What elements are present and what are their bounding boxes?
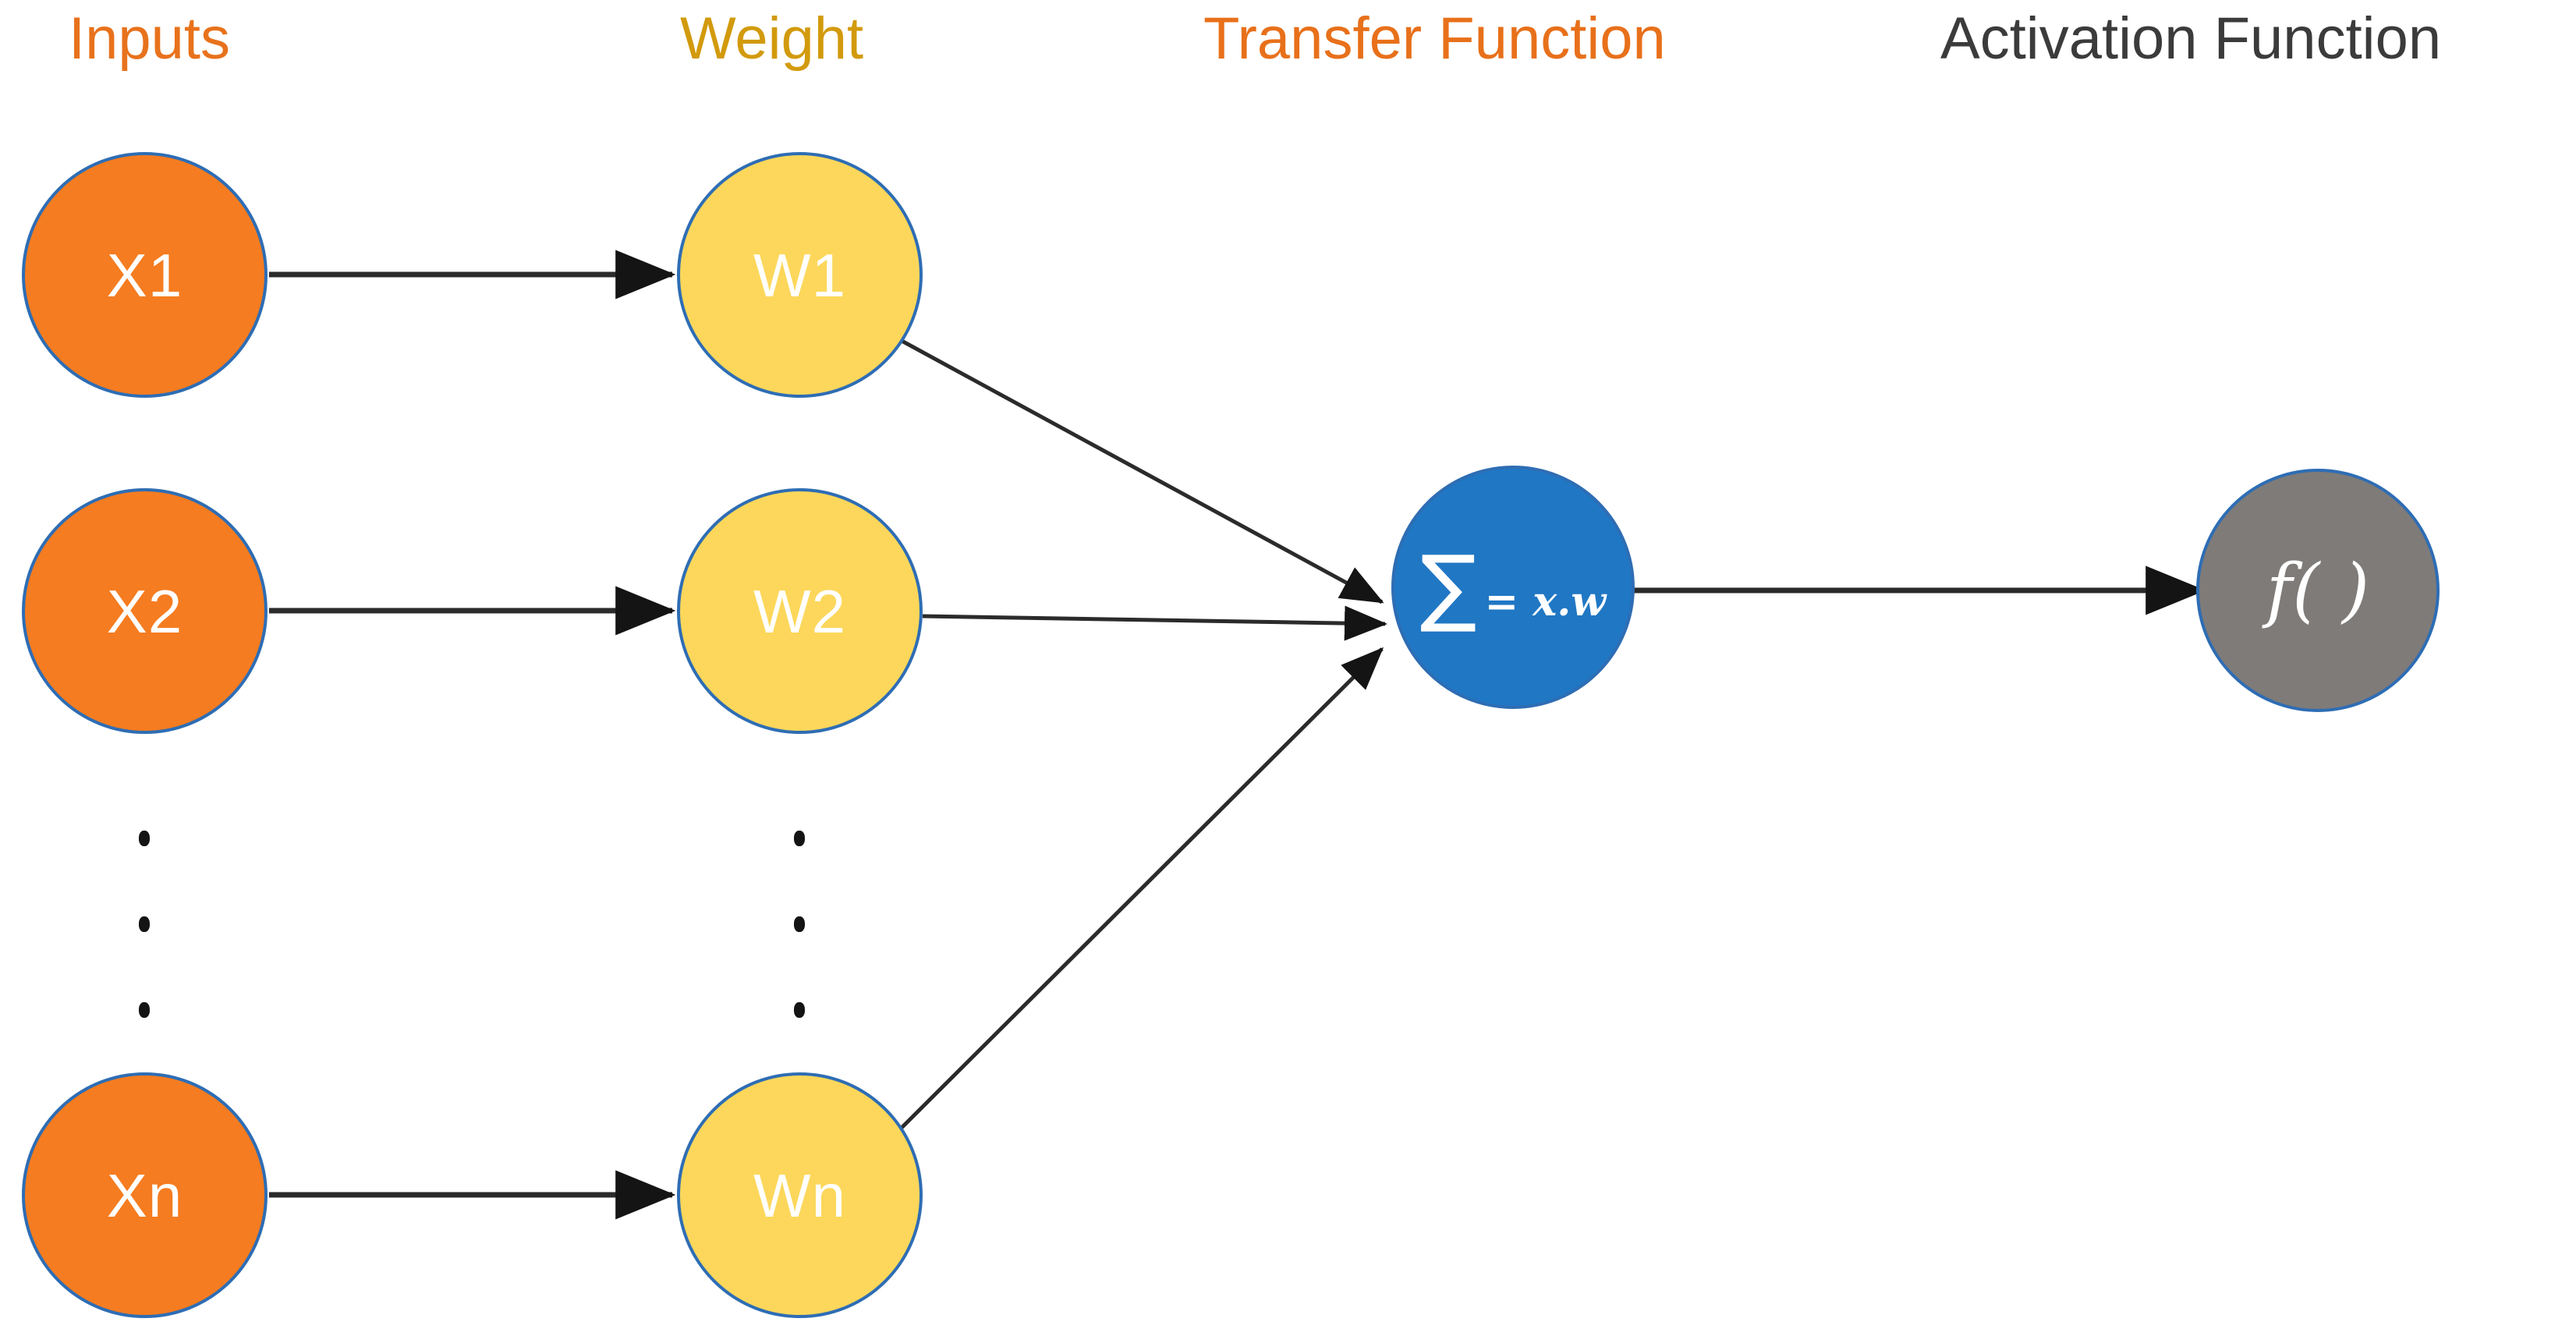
column-label-activation-function: Activation Function — [1940, 5, 2442, 72]
input-node-x2[interactable]: X2 — [22, 488, 268, 734]
transfer-function-expression: ∑ = x.w — [1420, 545, 1606, 629]
weight-node-wn[interactable]: Wn — [677, 1072, 923, 1318]
weight-node-w1-label: W1 — [753, 240, 846, 310]
weights-ellipsis-dot-2 — [794, 916, 805, 932]
weight-node-w1[interactable]: W1 — [677, 152, 923, 398]
edge-w1-sum — [893, 335, 1384, 604]
input-node-x1-label: X1 — [106, 240, 183, 310]
column-label-inputs: Inputs — [69, 5, 231, 72]
edge-w2-sum — [922, 605, 1387, 641]
column-label-weight: Weight — [680, 5, 864, 72]
inputs-ellipsis-dot-3 — [139, 1002, 150, 1018]
transfer-function-formula: = x.w — [1484, 578, 1607, 625]
weights-ellipsis-dot-3 — [794, 1002, 805, 1018]
weight-node-w2-label: W2 — [753, 576, 846, 646]
edge-wn-sum — [895, 647, 1384, 1134]
inputs-ellipsis-dot-1 — [139, 831, 150, 846]
activation-function-node[interactable]: f( ) — [2196, 469, 2440, 712]
weight-node-w2[interactable]: W2 — [677, 488, 923, 734]
inputs-ellipsis-dot-2 — [139, 916, 150, 932]
activation-function-label: f( ) — [2266, 549, 2370, 631]
input-node-xn-label: Xn — [106, 1161, 183, 1230]
input-node-x2-label: X2 — [106, 576, 183, 646]
input-node-xn[interactable]: Xn — [22, 1072, 268, 1318]
column-label-transfer-function: Transfer Function — [1203, 5, 1666, 72]
weights-ellipsis-dot-1 — [794, 831, 805, 846]
input-node-x1[interactable]: X1 — [22, 152, 268, 398]
weight-node-wn-label: Wn — [753, 1161, 846, 1230]
sigma-icon: ∑ — [1419, 538, 1477, 636]
transfer-function-node[interactable]: ∑ = x.w — [1391, 466, 1635, 709]
